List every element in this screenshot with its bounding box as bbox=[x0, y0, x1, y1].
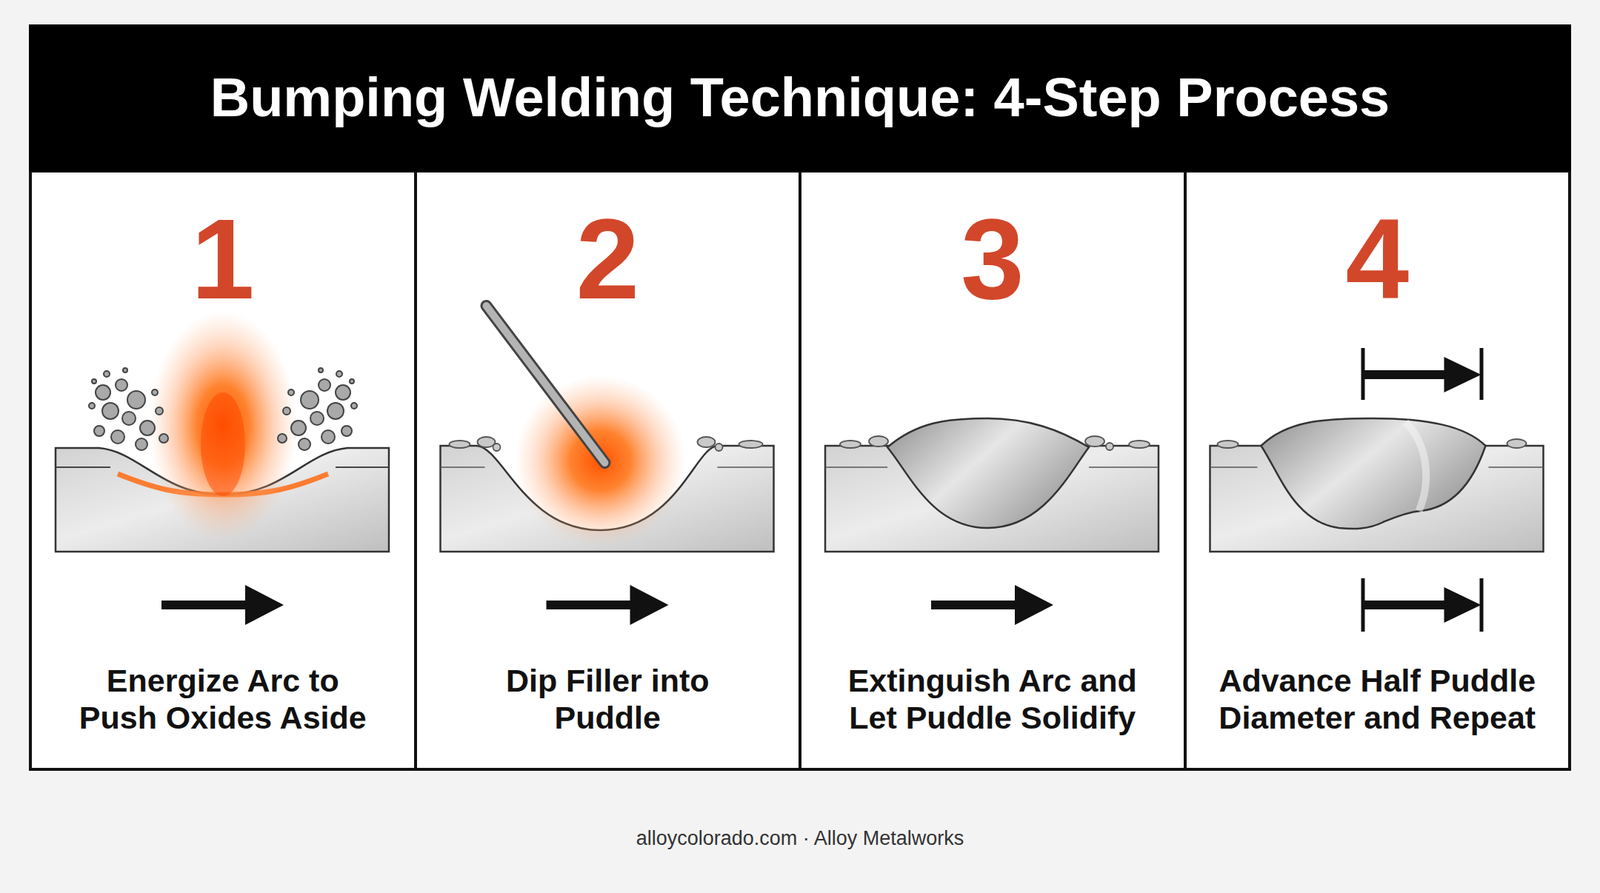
step-number: 1 bbox=[31, 202, 415, 317]
step-caption: Extinguish Arc and Let Puddle Solidify bbox=[829, 662, 1156, 737]
title-band: Bumping Welding Technique: 4-Step Proces… bbox=[28, 24, 1572, 172]
step-number: 2 bbox=[417, 202, 800, 317]
footer-credit: alloycolorado.com · Alloy Metalworks bbox=[0, 825, 1600, 852]
step-panel: 3Extinguish Arc and Let Puddle Solidify bbox=[798, 169, 1187, 772]
step-panel: 2Dip Filler into Puddle bbox=[414, 169, 803, 772]
step-caption: Dip Filler into Puddle bbox=[459, 662, 756, 737]
step-caption: Energize Arc to Push Oxides Aside bbox=[67, 662, 379, 737]
step-caption: Advance Half Puddle Diameter and Repeat bbox=[1206, 662, 1548, 737]
step-number: 3 bbox=[801, 202, 1184, 317]
step-panel: 1Energize Arc to Push Oxides Aside bbox=[28, 169, 418, 772]
title: Bumping Welding Technique: 4-Step Proces… bbox=[210, 67, 1391, 128]
step-number: 4 bbox=[1186, 202, 1569, 317]
step-panel: 4Advance Half Puddle Diameter and Repeat bbox=[1183, 169, 1572, 772]
